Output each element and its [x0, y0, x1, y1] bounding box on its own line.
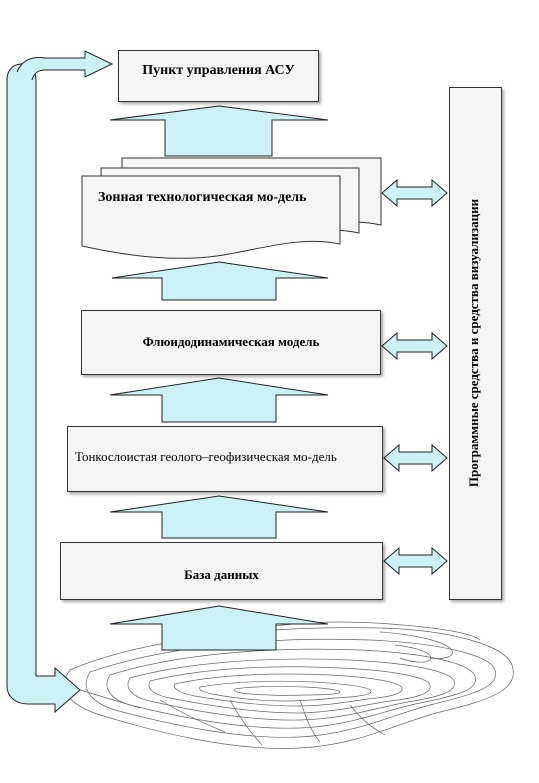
- double-arrow-icon: [381, 178, 448, 576]
- control-center-label: Пункт управления АСУ: [142, 63, 295, 78]
- zone-model-stack: [81, 157, 382, 259]
- loop-arrow-icon: [6, 63, 81, 714]
- up-arrow-icon: [109, 495, 329, 539]
- database-box: [60, 542, 383, 600]
- database-label: База данных: [184, 567, 259, 582]
- up-arrow-icon: [109, 377, 329, 423]
- zone-model-label: Зонная технологическая мо-дель: [98, 190, 307, 205]
- up-arrow-icon: [111, 261, 329, 301]
- up-arrow-icon: [109, 105, 329, 157]
- thin-layer-model-label: Тонкослоистая геолого–геофизическая мо-д…: [75, 449, 337, 464]
- fluid-model-box: [81, 310, 381, 375]
- loop-arrow-icon: [16, 50, 114, 81]
- control-center-box: [118, 50, 319, 102]
- visualization-box: [449, 87, 502, 600]
- thin-layer-model-box: [67, 426, 383, 492]
- contour-map-icon: [63, 621, 514, 749]
- up-arrow-icon: [109, 605, 329, 651]
- visualization-label: Программные средства и средства визуализ…: [466, 198, 481, 488]
- fluid-model-label: Флюидодинамическая модель: [142, 334, 320, 349]
